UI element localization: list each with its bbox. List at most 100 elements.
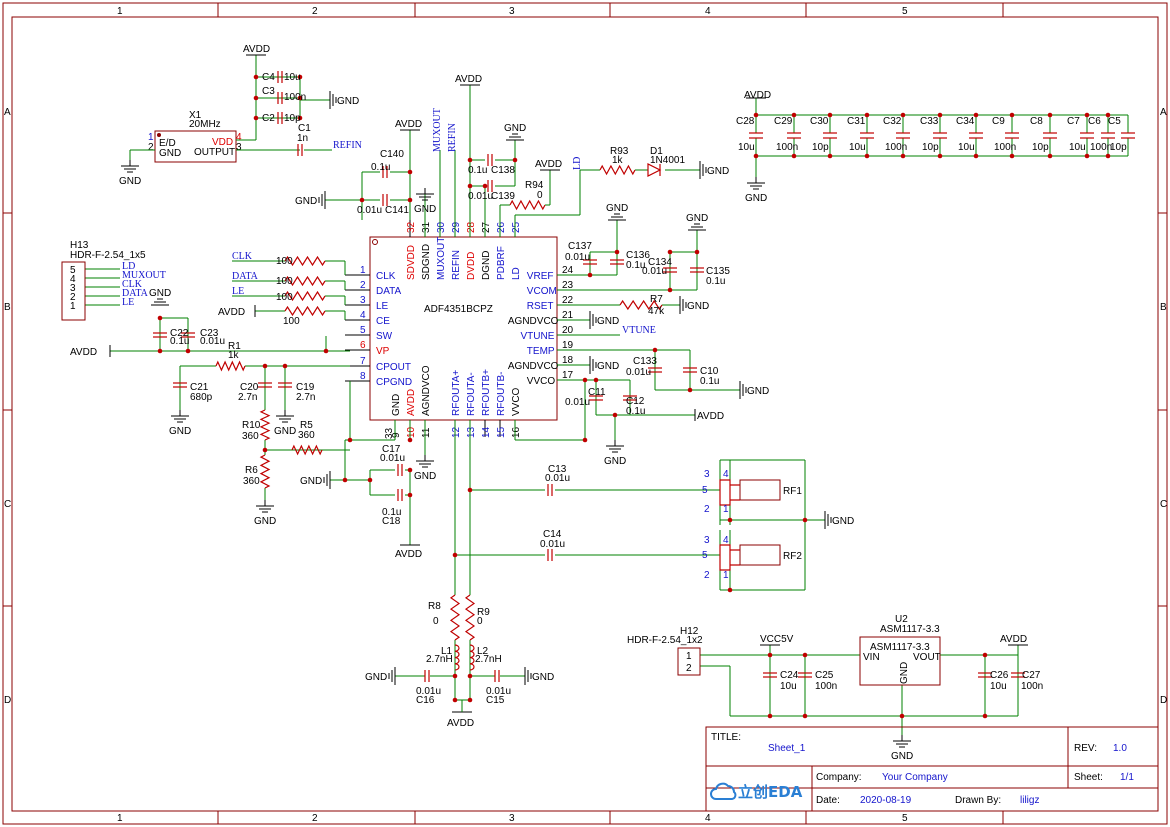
gnd-label: GND <box>414 204 436 215</box>
gnd-label: GND <box>747 386 769 397</box>
chip-pin-number: 33 <box>384 427 395 439</box>
chip-pin-number: 32 <box>406 221 417 233</box>
resistor <box>215 360 246 372</box>
gnd-label: GND <box>832 516 854 527</box>
adf4351-chip: ADF4351BCPZ 1CLK2DATA3LE4CE5SW6VP7CPOUT8… <box>345 220 580 439</box>
c24-value: 10u <box>780 681 797 692</box>
cap-value: 10p <box>1110 142 1127 153</box>
chip-pin-name: AGNDVCO <box>508 361 559 372</box>
c141-value: 0.01u <box>357 205 382 216</box>
c11-value: 0.01u <box>565 397 590 408</box>
c10-value: 0.1u <box>700 376 719 387</box>
c133-ref: C133 <box>633 356 657 367</box>
avdd-label: AVDD <box>218 307 245 318</box>
h13-pin: 3 <box>70 283 76 294</box>
frame-row-label: A <box>4 107 11 118</box>
chip-pin-number: 30 <box>436 221 447 233</box>
c18-value: 0.1u <box>382 507 401 518</box>
chip-pin-number: 31 <box>421 221 432 233</box>
sheet-value: 1/1 <box>1120 772 1134 783</box>
chip-pin-name: RFOUTB+ <box>481 369 492 416</box>
avdd-label: AVDD <box>744 90 771 101</box>
chip-pin-name: DVDD <box>466 252 477 280</box>
frame-row-label: C <box>1160 499 1167 510</box>
rev-label: REV: <box>1074 743 1097 754</box>
company-label: Company: <box>816 772 862 783</box>
svg-text:1: 1 <box>723 570 729 581</box>
c136-ref: C136 <box>626 250 650 261</box>
c13-ref: C13 <box>548 464 567 475</box>
chip-pin-name: RFOUTA- <box>466 372 477 416</box>
c4-ref: C4 <box>262 72 275 83</box>
drawn-by-value: liligz <box>1020 795 1039 806</box>
l2-value: 2.7nH <box>475 654 502 665</box>
avdd-label: AVDD <box>70 347 97 358</box>
cap-ref: C9 <box>992 116 1005 127</box>
cap-ref: C28 <box>736 116 755 127</box>
c23-value: 0.01u <box>200 336 225 347</box>
chip-pin-name: SW <box>376 331 393 342</box>
c136-value: 0.1u <box>626 260 645 271</box>
c135-value: 0.1u <box>706 276 725 287</box>
chip-pin-number: 7 <box>360 356 366 367</box>
chip-pin-number: 19 <box>562 340 574 351</box>
resistor <box>284 275 326 287</box>
c2-ref: C2 <box>262 113 275 124</box>
sheet-label: Sheet: <box>1074 772 1103 783</box>
cap-ref: C8 <box>1030 116 1043 127</box>
chip-pin-name: MUXOUT <box>436 237 447 280</box>
c20-ref: C20 <box>240 382 259 393</box>
h13-type: HDR-F-2.54_1x5 <box>70 250 146 261</box>
gnd-label: GND <box>597 316 619 327</box>
r8-ref: R8 <box>428 601 441 612</box>
r6-ref: R6 <box>245 465 258 476</box>
cap-value: 10p <box>922 142 939 153</box>
u2-ref: U2 <box>895 614 908 625</box>
frame-row-label: C <box>4 499 11 510</box>
rev-value: 1.0 <box>1113 743 1127 754</box>
c134-value: 0.01u <box>642 266 667 277</box>
chip-pin-name: RSET <box>527 301 554 312</box>
frame-col-label: 5 <box>902 813 908 824</box>
cap-value: 10p <box>812 142 829 153</box>
r1-ref: R1 <box>228 341 241 352</box>
cap-value: 10p <box>1032 142 1049 153</box>
title-label: TITLE: <box>711 732 741 743</box>
c15-value: 0.01u <box>486 686 511 697</box>
refin-netlabel: REFIN <box>447 123 458 152</box>
c10-ref: C10 <box>700 366 719 377</box>
chip-pin-number: 13 <box>466 426 477 438</box>
gnd-label: GND <box>687 301 709 312</box>
date-value: 2020-08-19 <box>860 795 912 806</box>
chip-pin-name: VCOM <box>527 286 557 297</box>
chip-pin-number: 18 <box>562 355 574 366</box>
chip-name: ADF4351BCPZ <box>424 304 493 315</box>
x1-pin-ed: E/D <box>159 138 176 149</box>
c25-value: 100n <box>815 681 837 692</box>
chip-pin-name: LE <box>376 301 389 312</box>
regulator-u2: U2 ASM1117-3.3 ASM1117-3.3 VIN VOUT GND … <box>760 614 1028 686</box>
gnd-label: GND <box>532 672 554 683</box>
c21-value: 680p <box>190 392 213 403</box>
x1-pin-vdd: VDD <box>212 137 233 148</box>
cap-ref: C7 <box>1067 116 1080 127</box>
chip-pin-name: GND <box>391 394 402 416</box>
h12-pin2: 2 <box>686 663 692 674</box>
chip-pin-name: AGNDVCO <box>421 365 432 416</box>
gnd-label: GND <box>119 176 141 187</box>
c17-value: 0.01u <box>380 453 405 464</box>
h13-ref: H13 <box>70 240 89 251</box>
chip-pin-number: 28 <box>466 221 477 233</box>
c1-value: 1n <box>297 133 308 144</box>
chip-pin-name: VVCO <box>527 376 556 387</box>
avdd-label: AVDD <box>395 549 422 560</box>
x1-pin-gnd: GND <box>159 148 181 159</box>
resistor <box>619 299 663 311</box>
r93-value: 1k <box>612 155 624 166</box>
chip-pin-number: 6 <box>360 340 366 351</box>
h12-pin1: 1 <box>686 651 692 662</box>
muxout-netlabel: MUXOUT <box>432 108 443 152</box>
avdd-label: AVDD <box>455 74 482 85</box>
